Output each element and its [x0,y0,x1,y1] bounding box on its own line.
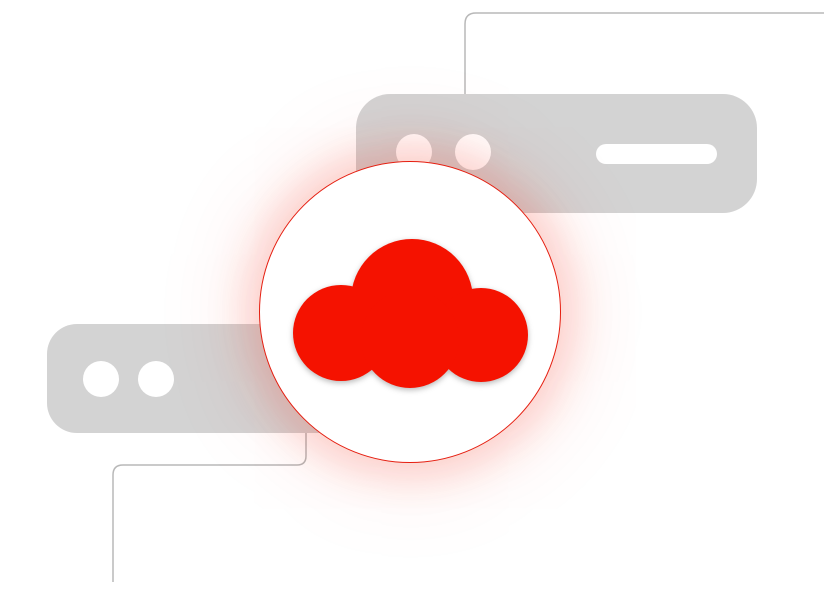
server-card-top [356,94,757,213]
status-led-icon [455,134,491,170]
status-led-icon [83,361,119,397]
drive-slot [596,144,717,164]
status-led-icon [138,361,174,397]
cloud-icon [293,239,528,388]
connector-line-top [464,12,824,98]
cloud-badge [259,161,561,463]
connector-line-bottom [112,430,307,582]
